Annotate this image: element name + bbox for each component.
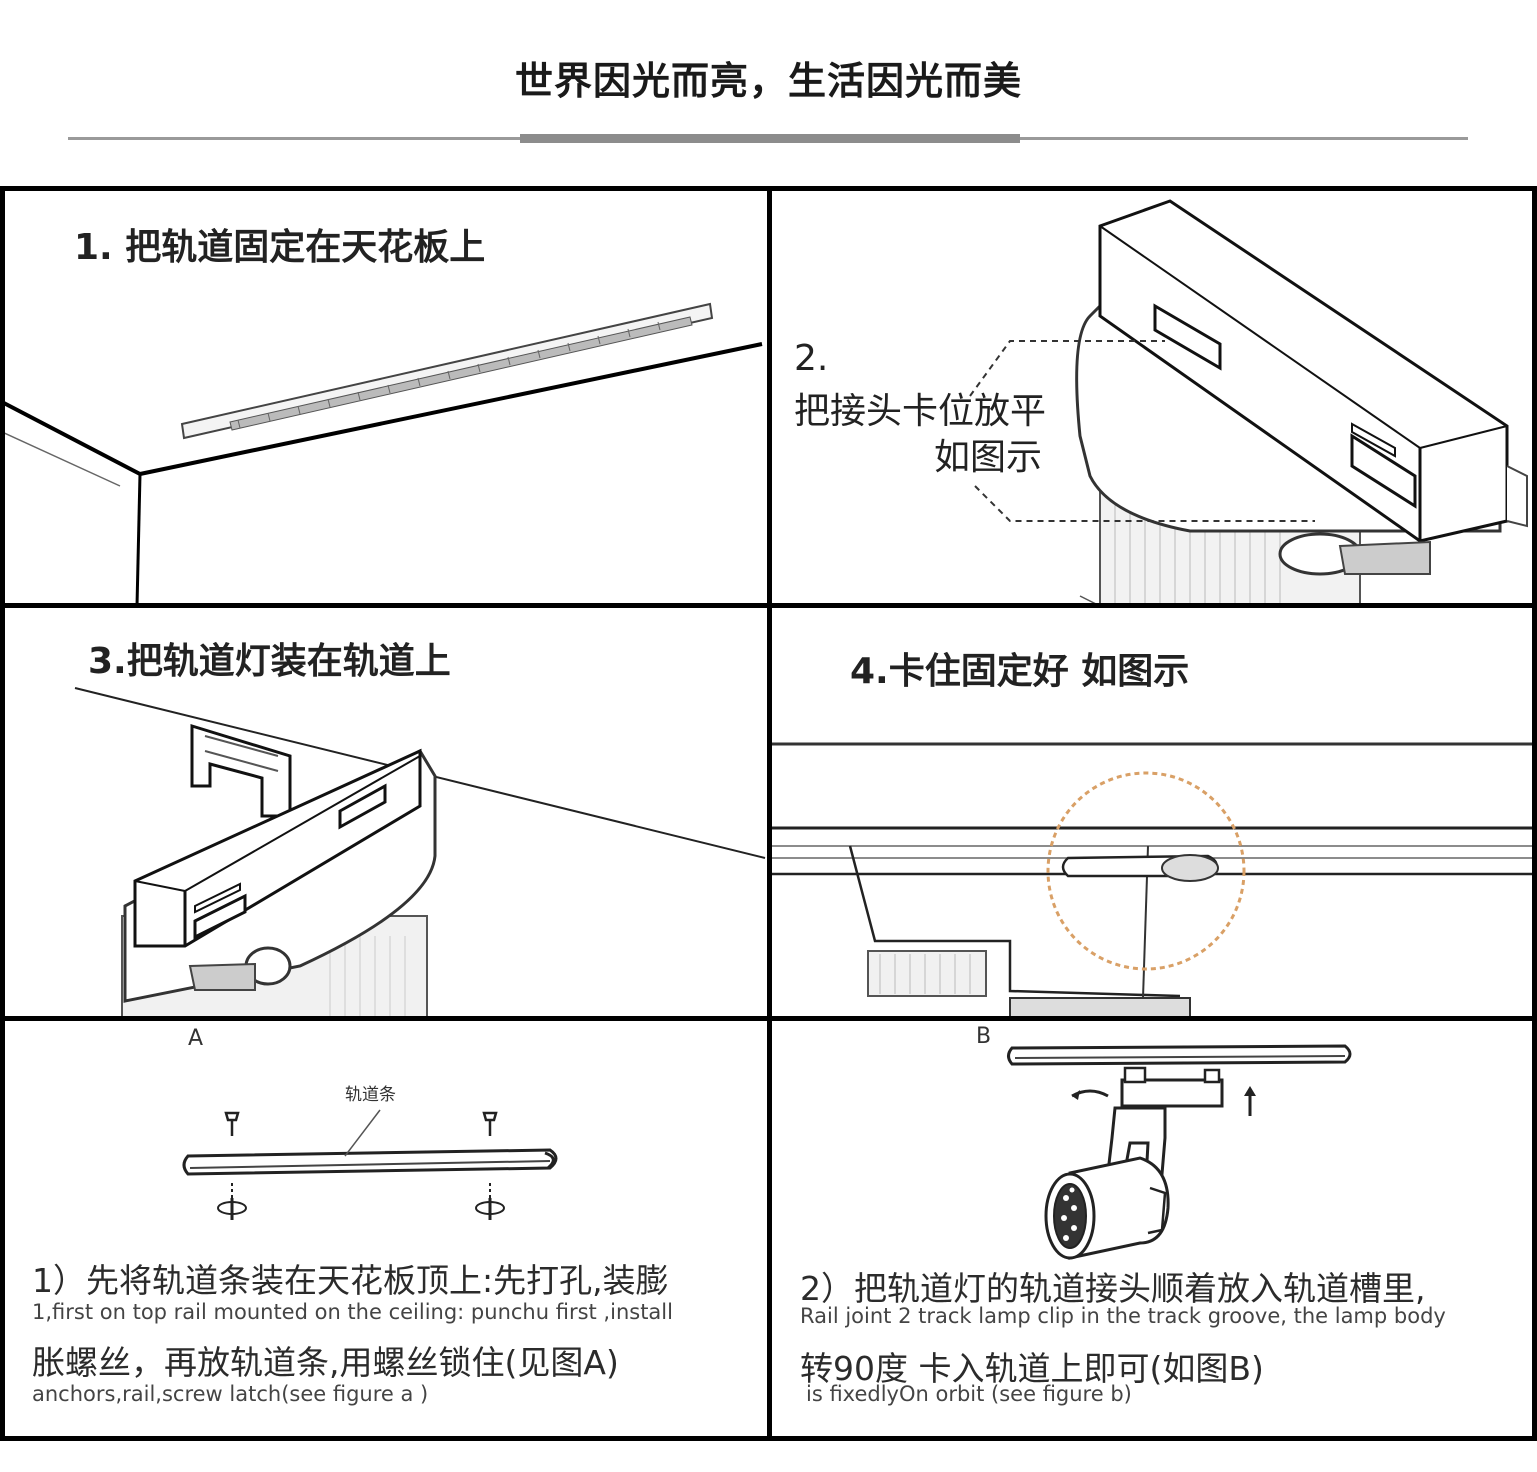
figure-a-letter: A [188,1026,204,1051]
figure-b-caption-en-1: Rail joint 2 track lamp clip in the trac… [800,1304,1446,1328]
figure-b-caption-cn-1: 2）把轨道灯的轨道接头顺着放入轨道槽里, [800,1269,1426,1308]
step-3-title: 3.把轨道灯装在轨道上 [88,641,451,682]
header-divider-accent [520,134,1020,143]
rail-label: 轨道条 [345,1085,396,1105]
figure-a-caption-en-2: anchors,rail,screw latch(see figure a ) [32,1382,429,1406]
step-2-line-1: 把接头卡位放平 [794,391,1047,432]
page-title: 世界因光而亮，生活因光而美 [514,59,1022,103]
instruction-grid: 1. 把轨道固定在天花板上 [0,186,1537,1444]
figure-a-caption-en-1: 1,first on top rail mounted on the ceili… [32,1300,673,1324]
step-2-panel: 2. 把接头卡位放平 如图示 [770,186,1537,606]
step-4-panel: 4.卡住固定好 如图示 [770,606,1537,1018]
step-1-title: 1. 把轨道固定在天花板上 [74,227,486,268]
figure-b-panel: B 2）把轨道灯的轨道接头顺着放入轨道槽里, Rail joint 2 trac… [770,1018,1537,1444]
grid-border-right [1532,186,1537,1441]
figure-b-letter: B [976,1024,992,1049]
figure-a-caption-cn-2: 胀螺丝，再放轨道条,用螺丝锁住(见图A) [32,1343,619,1382]
step-2-line-2: 如图示 [934,437,1043,478]
grid-column-divider [767,186,772,1441]
figure-b-caption-cn-2: 转90度 卡入轨道上即可(如图B) [800,1349,1264,1388]
step-2-number: 2. [794,338,829,379]
track-lamp-illustration [1007,1044,1352,1260]
locked-lamp-illustration [770,742,1537,1018]
figure-a-panel: A 轨道条 1）先将轨道条装在天花板顶上:先打孔,装膨 1,first on t… [0,1018,770,1444]
step-1-panel: 1. 把轨道固定在天花板上 [0,186,770,606]
figure-a-caption-cn-1: 1）先将轨道条装在天花板顶上:先打孔,装膨 [32,1261,669,1300]
mount-lamp-illustration [74,687,766,1018]
step-3-panel: 3.把轨道灯装在轨道上 [0,606,770,1018]
rail-screw-illustration [182,1109,558,1220]
step-4-title: 4.卡住固定好 如图示 [850,651,1190,692]
grid-border-left [0,186,5,1441]
connector-illustration [969,199,1528,606]
ceiling-rail-illustration [0,302,763,606]
figure-b-caption-en-2: is fixedlyOn orbit (see figure b) [806,1382,1132,1406]
